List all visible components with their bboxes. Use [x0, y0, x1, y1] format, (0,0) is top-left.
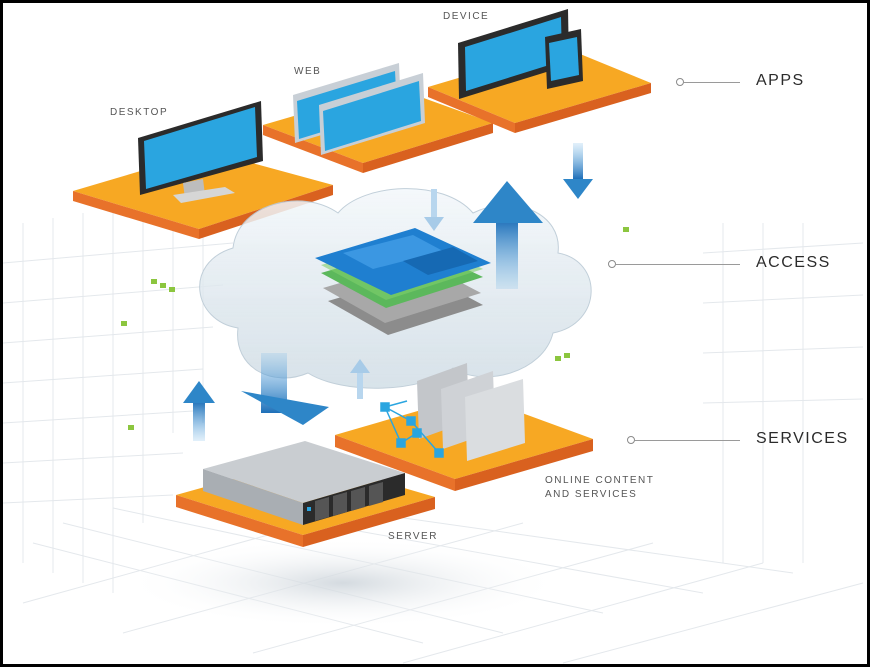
online-content-label-line1: ONLINE CONTENT	[545, 475, 655, 486]
access-tier-label: ACCESS	[756, 254, 831, 271]
web-browser-windows-icon	[293, 63, 425, 155]
services-tier-label: SERVICES	[756, 430, 849, 447]
apps-tier-label: APPS	[756, 72, 805, 89]
access-leader-dot	[608, 260, 616, 268]
online-content-label-line2: AND SERVICES	[545, 489, 638, 500]
access-leader-line	[616, 264, 740, 265]
green-accents	[121, 227, 629, 430]
desktop-label: DESKTOP	[110, 107, 169, 118]
up-arrow-large	[473, 181, 543, 289]
apps-leader-line	[684, 82, 740, 83]
services-leader-line	[635, 440, 740, 441]
architecture-illustration	[3, 9, 864, 664]
content-panels-icon	[417, 363, 525, 461]
server-label: SERVER	[388, 531, 438, 542]
device-label: DEVICE	[443, 11, 490, 22]
web-label: WEB	[294, 66, 322, 77]
down-arrow-small-right	[563, 143, 593, 199]
apps-leader-dot	[676, 78, 684, 86]
up-arrow-faint-center	[350, 359, 370, 399]
network-nodes-icon	[380, 400, 444, 458]
up-arrow-small-left	[183, 381, 215, 441]
down-arrow-large-left	[241, 353, 329, 425]
tablet-and-phone-icon	[458, 9, 583, 99]
map-layers-icon	[315, 228, 491, 335]
device-platform	[428, 47, 651, 133]
down-arrow-faint-center	[424, 189, 444, 231]
services-leader-dot	[627, 436, 635, 444]
desktop-monitor-icon	[138, 101, 263, 203]
server-rack-icon	[203, 441, 405, 525]
floor-shadow	[123, 538, 563, 628]
